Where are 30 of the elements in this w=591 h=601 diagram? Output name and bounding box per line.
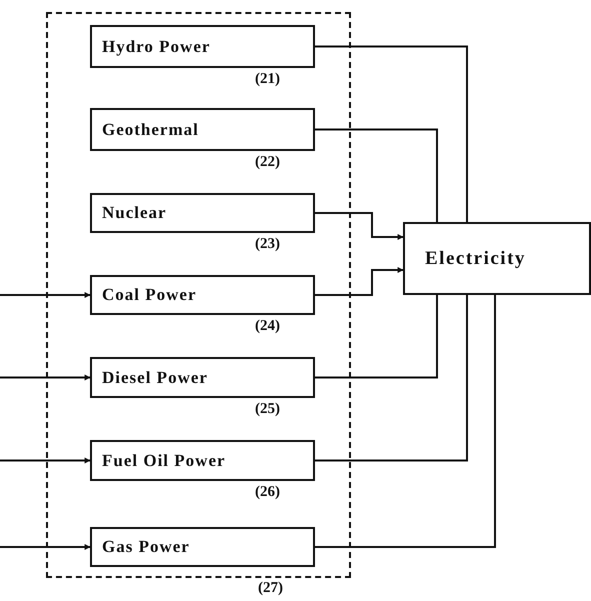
node-label: Geothermal <box>102 120 199 140</box>
node-label: Diesel Power <box>102 368 208 388</box>
node-label: Fuel Oil Power <box>102 450 226 470</box>
source-box <box>90 193 315 233</box>
source-box <box>90 440 315 481</box>
reference-number: (22) <box>255 154 280 171</box>
node-label: Electricity <box>425 248 526 270</box>
node-label: Hydro Power <box>102 36 210 56</box>
source-box <box>90 357 315 398</box>
connector-arrow <box>0 292 91 298</box>
source-box <box>90 527 315 567</box>
reference-number: (21) <box>255 71 280 88</box>
node-label: Nuclear <box>102 203 167 223</box>
reference-number: (26) <box>255 484 280 501</box>
connector-arrow <box>315 212 404 240</box>
node-label: Gas Power <box>102 537 190 557</box>
reference-number: (25) <box>255 401 280 418</box>
reference-number: (27) <box>258 580 283 597</box>
source-box <box>90 25 315 68</box>
reference-number: (23) <box>255 236 280 253</box>
source-box <box>90 275 315 315</box>
connector-arrow <box>0 458 91 464</box>
reference-number: (24) <box>255 318 280 335</box>
node-label: Coal Power <box>102 285 197 305</box>
output-box <box>403 222 591 295</box>
connector-arrow <box>315 267 404 296</box>
connector-arrow <box>0 544 91 550</box>
connector-arrow <box>0 374 91 380</box>
source-box <box>90 108 315 151</box>
dashed-group-frame <box>46 12 351 578</box>
